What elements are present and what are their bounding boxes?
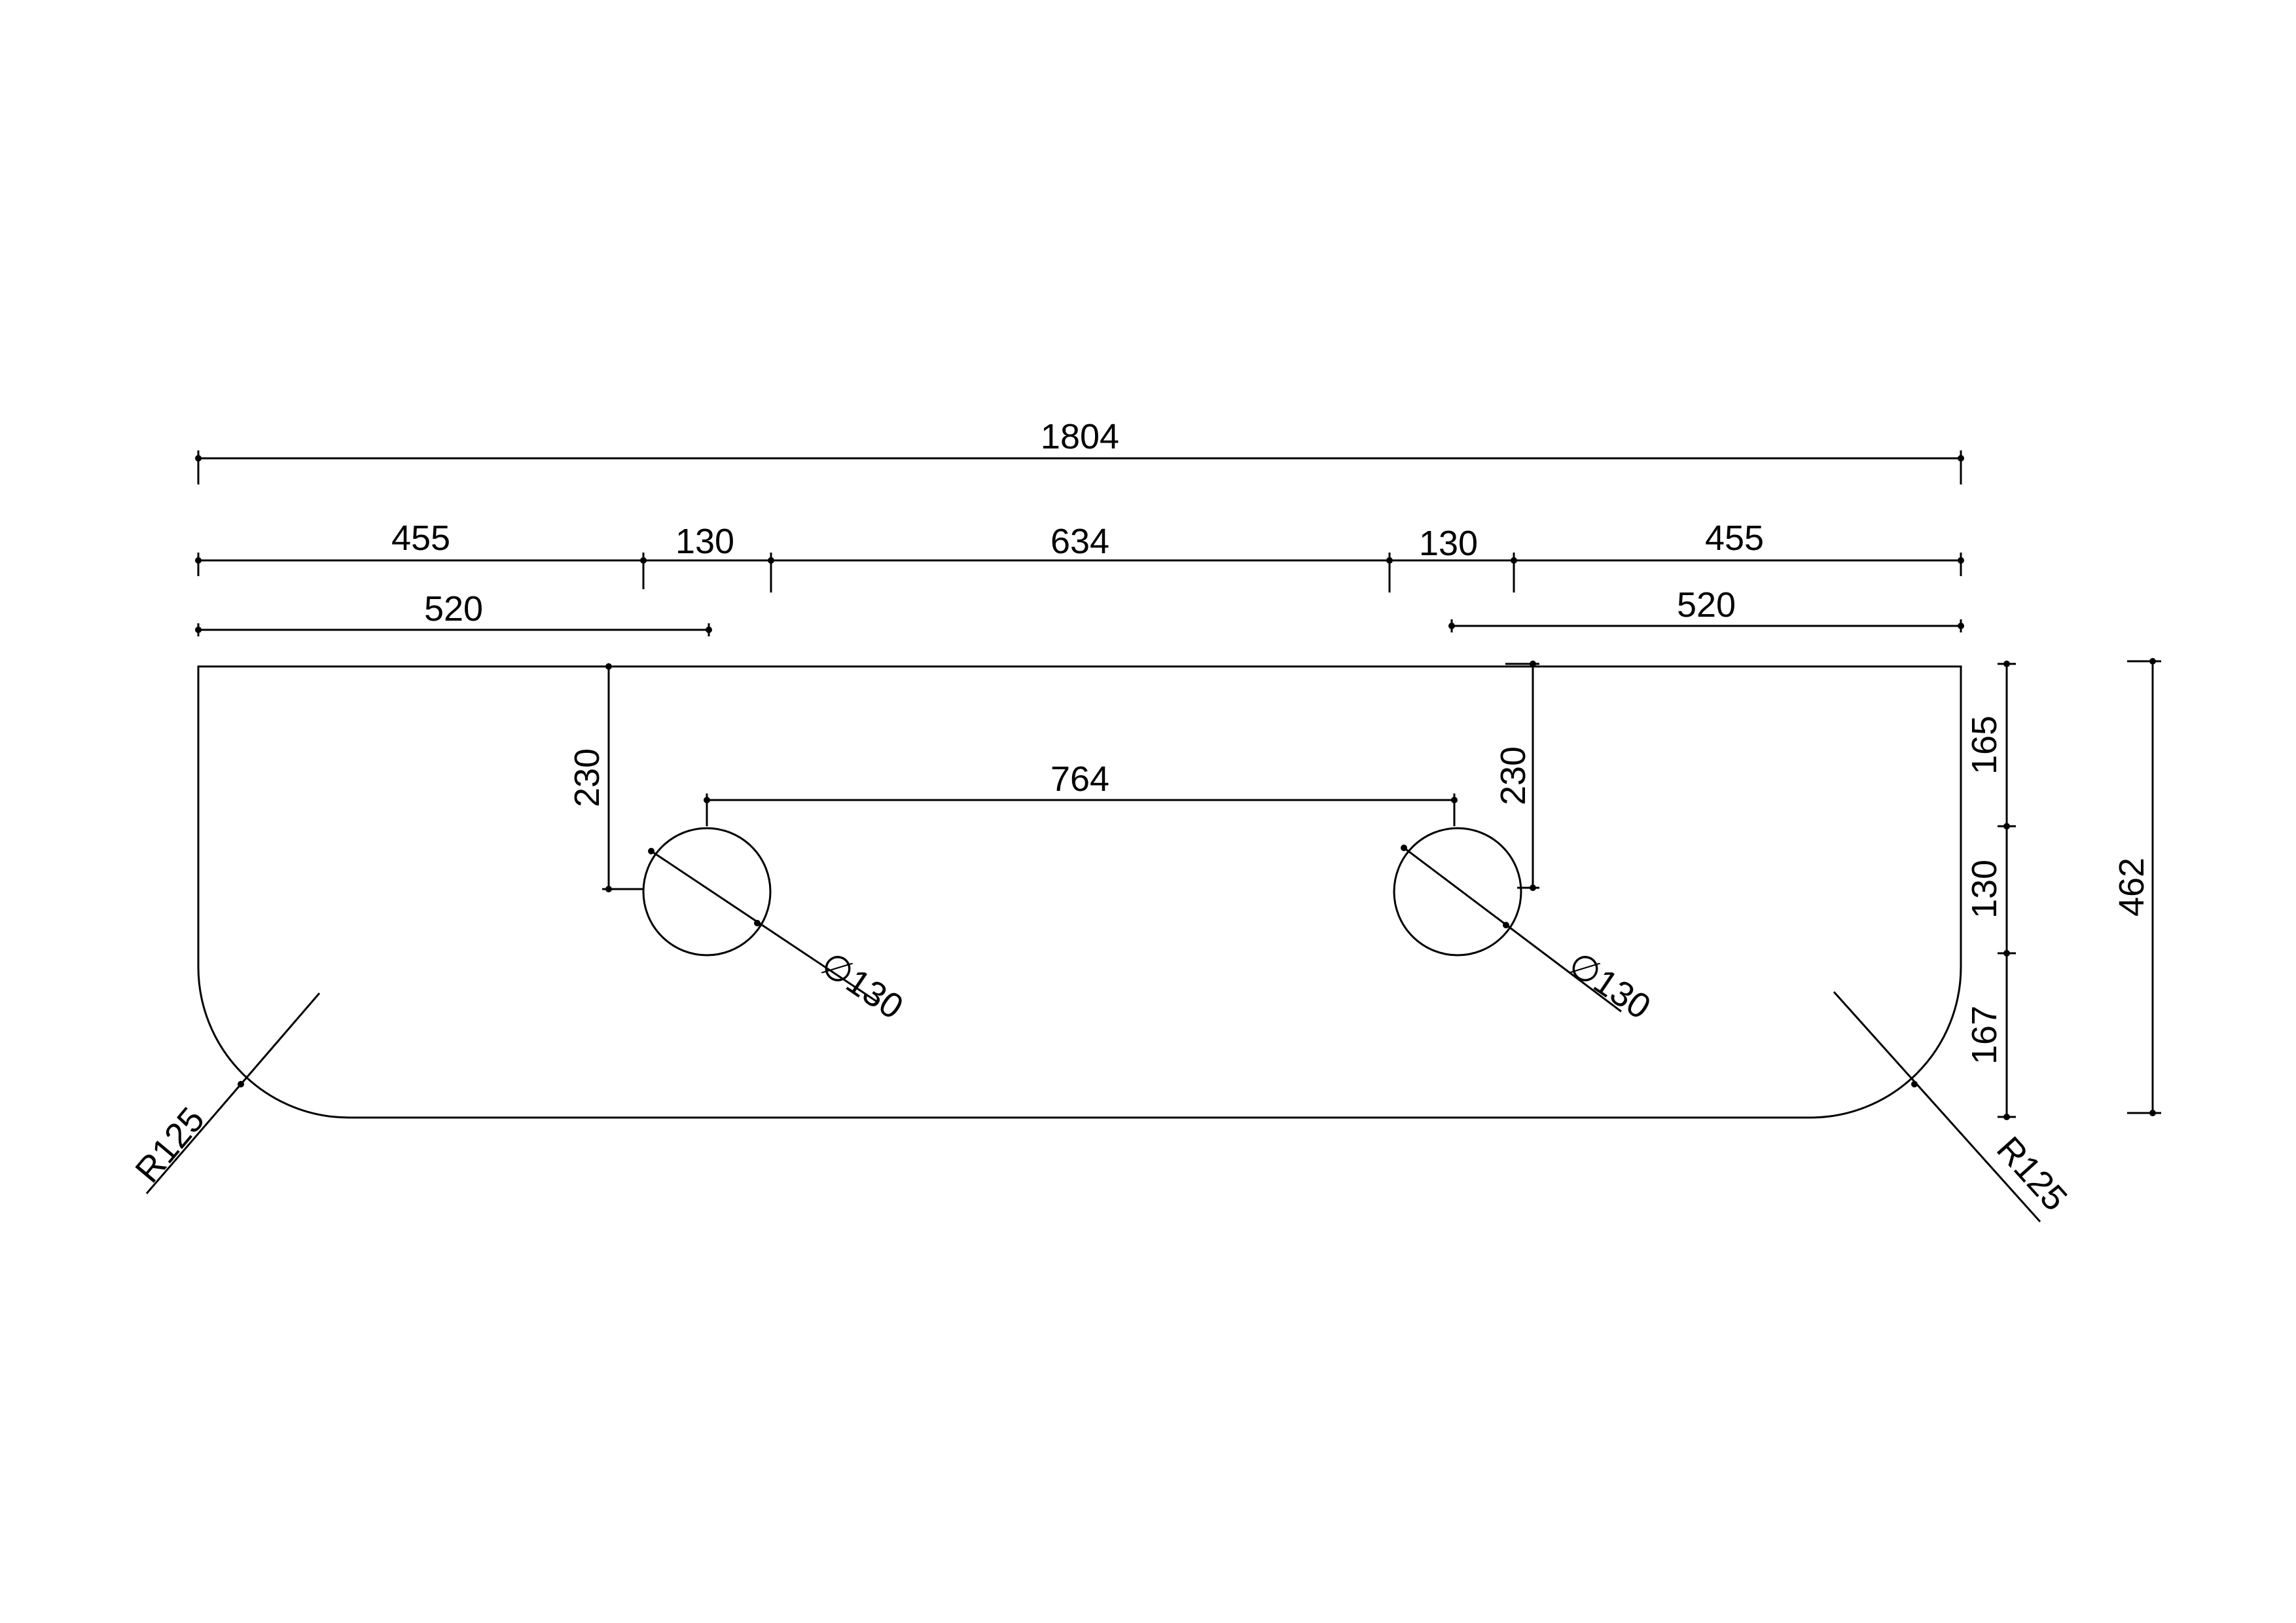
right-seg-bottom-label: 167 [1965,1006,2004,1065]
right-hole-diameter-label: ∅130 [1561,944,1657,1027]
left-hole-depth-label: 230 [567,748,607,807]
seg-right-hole-label: 130 [1419,524,1478,563]
seg-left-hole-label: 130 [675,522,734,561]
right-seg-hole-label: 130 [1965,860,2004,919]
overall-depth-label: 462 [2112,858,2151,917]
right-hole-depth-label: 230 [1494,746,1533,805]
right-hole-center-dimension: 520 [1448,585,1964,632]
left-corner-radius-leader: R125 [128,993,321,1194]
right-tap-hole [1393,827,1522,957]
overall-width-label: 1804 [1041,417,1119,456]
hole-spacing-dimension: 764 [704,759,1458,826]
right-hole-center-label: 520 [1677,585,1736,625]
right-hole-diameter-leader: ∅130 [1401,845,1658,1027]
hole-spacing-label: 764 [1050,759,1109,799]
right-corner-radius-label: R125 [1989,1129,2075,1218]
left-hole-center-dimension: 520 [195,589,712,636]
seg-middle-label: 634 [1050,522,1109,561]
seg-left-edge-label: 455 [391,519,450,558]
left-hole-center-label: 520 [424,589,483,629]
right-hole-depth-dimension: 230 [1494,661,1539,891]
width-chain-dimension: 455 130 634 130 455 [195,519,1964,593]
seg-right-edge-label: 455 [1705,519,1764,558]
right-seg-top-label: 165 [1965,716,2004,775]
left-tap-hole [642,827,772,957]
right-corner-radius-leader: R125 [1833,991,2075,1223]
left-corner-radius-label: R125 [128,1100,212,1190]
depth-chain-dimension: 165 130 167 [1965,661,2016,1120]
overall-depth-dimension: 462 [2112,658,2161,1116]
left-hole-diameter-leader: ∅130 [648,848,910,1027]
left-hole-depth-dimension: 230 [567,663,643,892]
overall-width-dimension: 1804 [195,417,1964,484]
countertop-outline [197,665,1962,1119]
left-hole-diameter-label: ∅130 [814,944,910,1027]
